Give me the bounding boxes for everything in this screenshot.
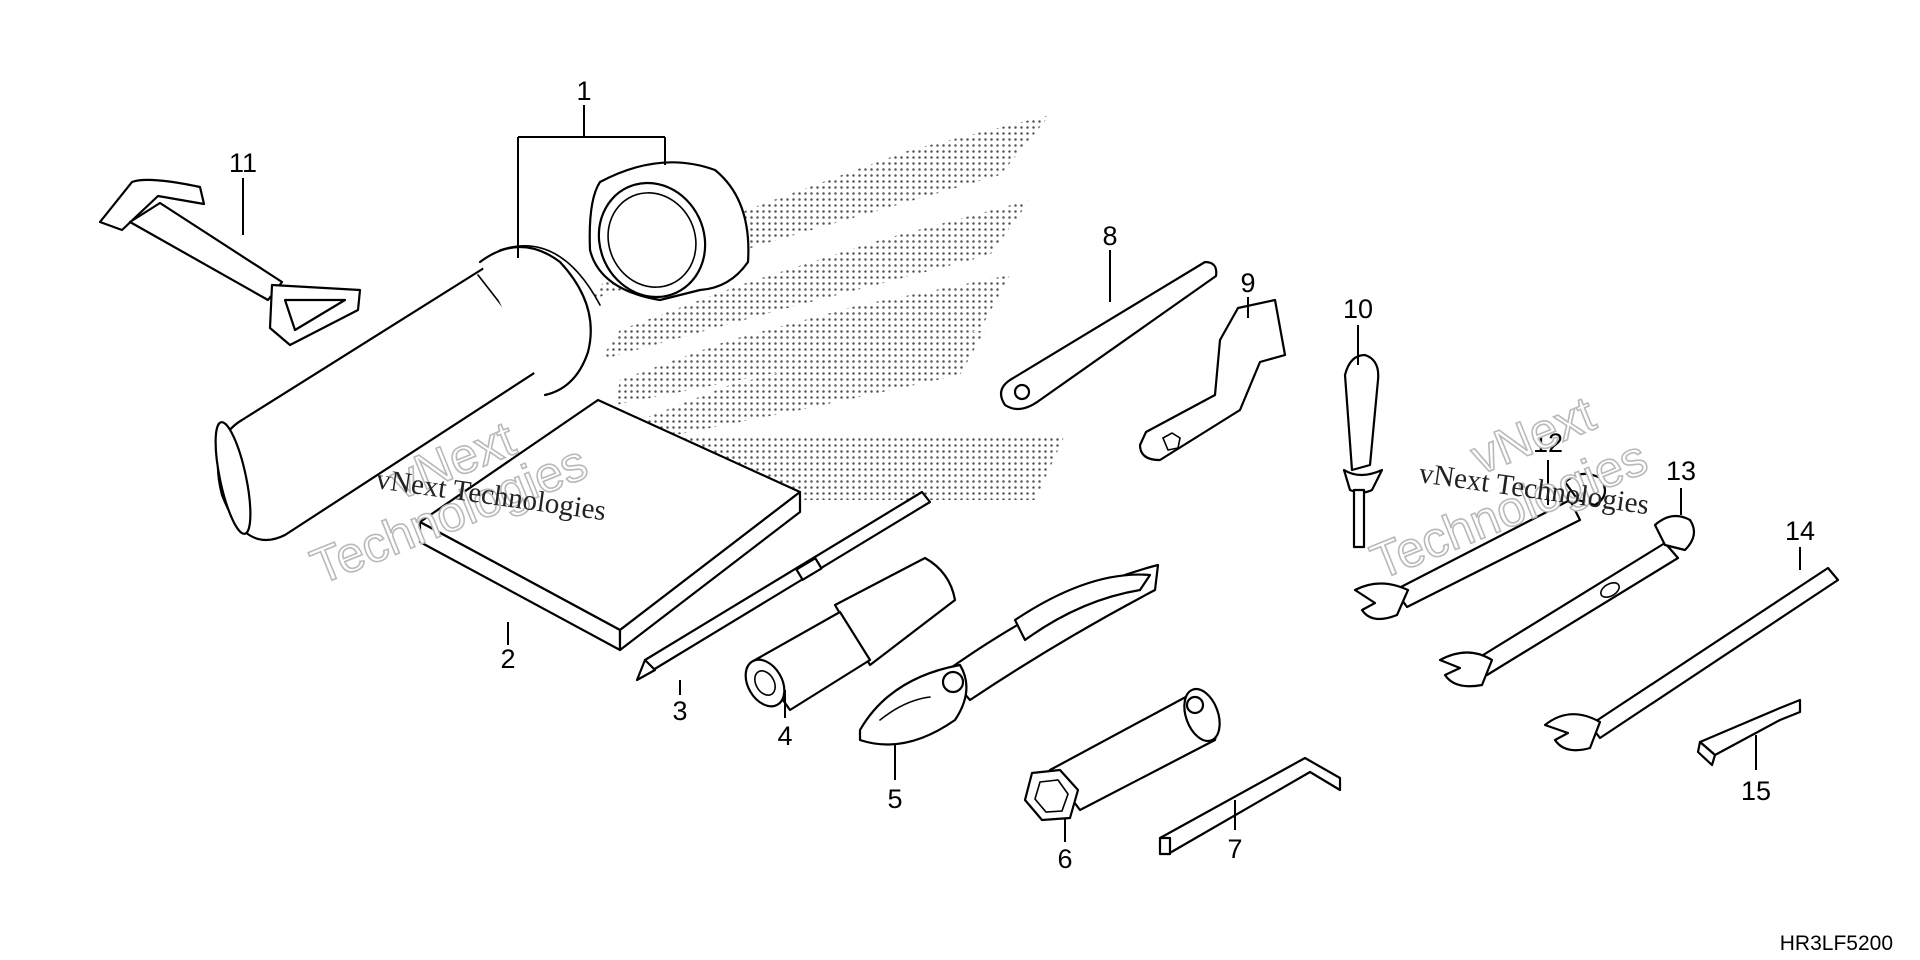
- part-8-pin-spanner: [999, 260, 1218, 411]
- callout-9: 9: [1240, 268, 1255, 298]
- callout-12: 12: [1533, 428, 1563, 458]
- callout-11: 11: [229, 148, 257, 178]
- callout-1: 1: [576, 76, 591, 106]
- watermark-right: vNext Technologies vNext Technologies: [1362, 385, 1655, 591]
- callout-3: 3: [672, 696, 687, 726]
- part-1-end-cap: [588, 161, 750, 302]
- part-2-manual: [418, 398, 802, 652]
- callout-leaders: [242, 105, 1801, 842]
- part-15-fuse-puller: [1696, 698, 1802, 767]
- part-11-strap: [98, 178, 362, 347]
- part-3-screwdriver-shaft: [635, 490, 932, 682]
- diagram-code: HR3LF5200: [1780, 932, 1893, 955]
- callout-7: 7: [1227, 834, 1242, 864]
- callout-6: 6: [1057, 844, 1072, 874]
- part-12-open-wrench: [1353, 472, 1607, 621]
- part-6-plug-wrench: [1023, 687, 1221, 822]
- callout-14: 14: [1785, 516, 1815, 546]
- callout-numbers: 1 2 3 4 5 6 7 8 9 10 11 12 13 14 15: [229, 76, 1815, 874]
- part-7-hex-key: [1158, 756, 1342, 856]
- callout-5: 5: [887, 784, 902, 814]
- part-13-combo-wrench: [1438, 514, 1696, 688]
- part-1-tool-case: [214, 245, 601, 541]
- part-5-pliers: [858, 563, 1160, 746]
- callout-13: 13: [1666, 456, 1696, 486]
- part-4-screwdriver-handle: [744, 556, 957, 712]
- part-10-screwdriver-grip: [1342, 353, 1384, 549]
- callout-4: 4: [777, 721, 792, 751]
- callout-8: 8: [1102, 221, 1117, 251]
- part-9-offset-wrench: [1138, 298, 1287, 462]
- callout-2: 2: [500, 644, 515, 674]
- callout-10: 10: [1343, 294, 1373, 324]
- part-14-rod-wrench: [1543, 566, 1840, 752]
- callout-15: 15: [1741, 776, 1771, 806]
